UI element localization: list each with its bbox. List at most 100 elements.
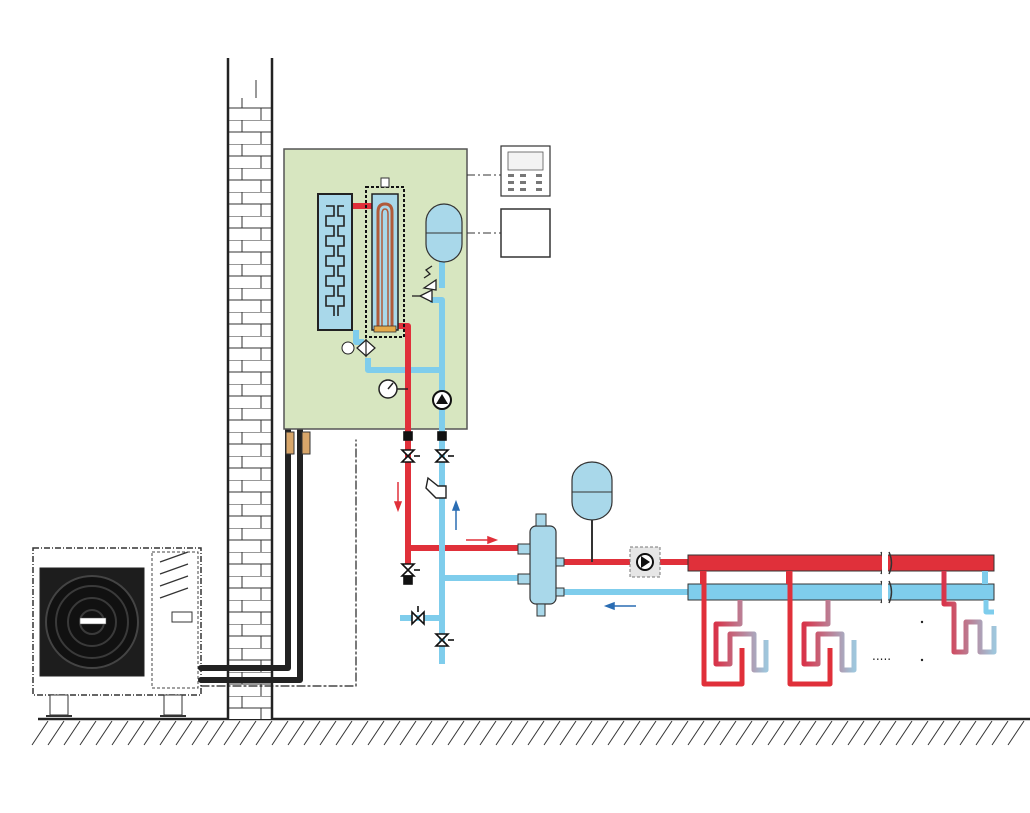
manifold-break — [880, 551, 893, 604]
ground-hatch — [879, 720, 897, 746]
circulation-pump — [432, 390, 452, 410]
ground-hatch — [559, 720, 577, 746]
ground-hatch — [31, 720, 49, 746]
outdoor-unit-grille — [159, 551, 189, 599]
refrigerant-ports — [285, 431, 311, 455]
ground-hatch — [831, 720, 849, 746]
ground-hatch — [863, 720, 881, 746]
return-manifold — [687, 583, 995, 601]
shut-off-valves — [400, 431, 454, 647]
ground-hatch — [175, 720, 193, 746]
flow-arrows — [393, 482, 636, 611]
underfloor-loops — [701, 571, 997, 687]
pressure-gauge — [378, 379, 408, 399]
temperature-sensor — [341, 338, 376, 358]
backup-electric-heater — [365, 177, 405, 338]
ground-hatch — [575, 720, 593, 746]
ground-hatch — [719, 720, 737, 746]
internal-cold-piping — [353, 262, 445, 432]
control-wiring — [467, 174, 501, 234]
ground-hatch — [463, 720, 481, 746]
ground-hatch — [655, 720, 673, 746]
ground-hatch — [271, 720, 289, 746]
ground-hatch — [911, 720, 929, 746]
floor-heating-manifold — [687, 551, 995, 604]
y-strainer — [425, 476, 447, 499]
underfloor-loop — [941, 571, 997, 655]
ground-hatch — [671, 720, 689, 746]
ground-hatch — [335, 720, 353, 746]
ground — [31, 717, 1030, 746]
cold-flow-arrow — [451, 499, 636, 611]
external-control-box — [500, 208, 551, 258]
ground-hatch — [63, 720, 81, 746]
ground-hatch — [159, 720, 177, 746]
ground-hatch — [303, 720, 321, 746]
underfloor-loop — [787, 571, 857, 687]
ground-hatch — [47, 720, 65, 746]
ground-hatch — [799, 720, 817, 746]
ground-hatch — [943, 720, 961, 746]
ground-hatch — [239, 720, 257, 746]
ground-hatch — [495, 720, 513, 746]
loop-continuation: ..... — [872, 620, 924, 663]
brick-wall — [226, 58, 274, 719]
shut-off-valve — [411, 606, 425, 626]
ground-hatch — [95, 720, 113, 746]
ground-hatch — [79, 720, 97, 746]
ground-hatch — [511, 720, 529, 746]
ground-hatch — [191, 720, 209, 746]
ground-hatch — [927, 720, 945, 746]
ground-hatch — [351, 720, 369, 746]
ground-hatch — [1007, 720, 1025, 746]
ground-hatch — [751, 720, 769, 746]
ground-hatch — [991, 720, 1009, 746]
ground-hatch — [431, 720, 449, 746]
ground-hatch — [895, 720, 913, 746]
ground-hatch — [207, 720, 225, 746]
ground-hatch — [255, 720, 273, 746]
ground-hatch — [223, 720, 241, 746]
ground-hatch — [127, 720, 145, 746]
internal-hot-piping — [352, 203, 411, 432]
ground-hatch — [415, 720, 433, 746]
ground-hatch — [975, 720, 993, 746]
ground-hatch — [847, 720, 865, 746]
ground-hatch — [287, 720, 305, 746]
ground-hatch — [383, 720, 401, 746]
ground-hatch — [639, 720, 657, 746]
ground-hatch — [527, 720, 545, 746]
buffer-expansion-vessel — [571, 461, 613, 521]
ground-hatch — [591, 720, 609, 746]
ground-hatch — [367, 720, 385, 746]
hot-flow-arrow — [393, 482, 499, 545]
ground-hatch — [687, 720, 705, 746]
shut-off-valve — [400, 563, 420, 585]
ground-hatch — [735, 720, 753, 746]
supply-manifold — [687, 554, 995, 572]
ground-hatch — [767, 720, 785, 746]
ground-hatch — [319, 720, 337, 746]
ground-hatch — [959, 720, 977, 746]
ground-hatch — [111, 720, 129, 746]
ground-hatch — [703, 720, 721, 746]
ground-hatch — [607, 720, 625, 746]
wired-controller — [500, 145, 551, 197]
ground-hatch — [543, 720, 561, 746]
ground-hatch — [479, 720, 497, 746]
ground-hatch — [815, 720, 833, 746]
ground-hatch — [447, 720, 465, 746]
shut-off-valve — [434, 633, 454, 647]
ground-hatch — [623, 720, 641, 746]
ground-hatch — [143, 720, 161, 746]
ground-hatch — [783, 720, 801, 746]
expansion-vessel — [425, 203, 463, 263]
ground-hatch — [399, 720, 417, 746]
safety-valve — [412, 265, 437, 304]
underfloor-loop — [701, 571, 769, 687]
outdoor-unit — [32, 547, 202, 717]
shut-off-valve — [434, 431, 454, 463]
shut-off-valve — [400, 431, 420, 463]
hydraulic-separator — [517, 513, 565, 617]
